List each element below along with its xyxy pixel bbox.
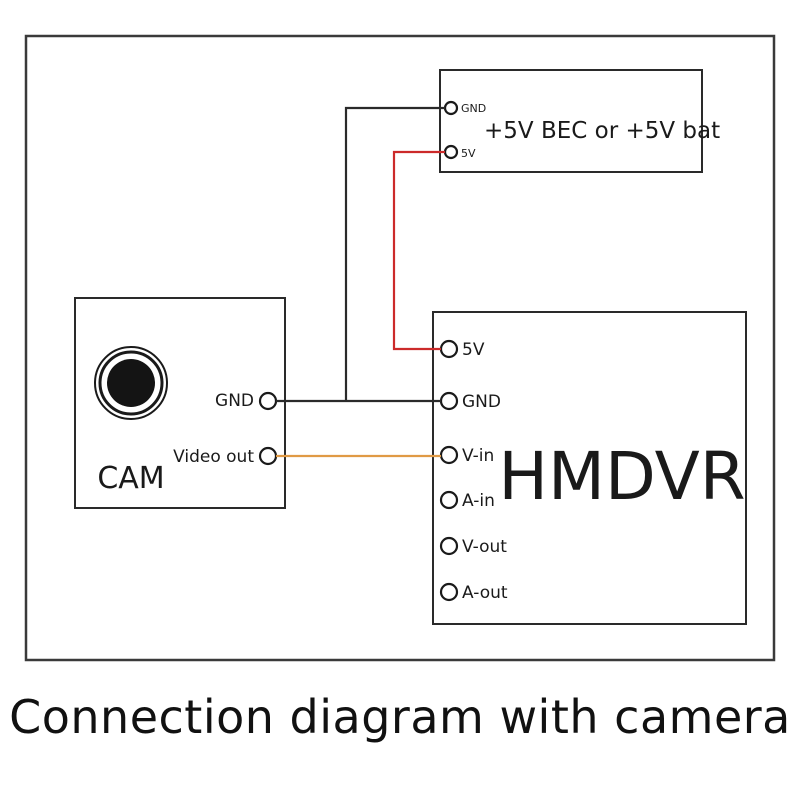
hmdvr-port-label: A-out [462, 583, 508, 603]
hmdvr-5v-port [439, 339, 459, 359]
diagram-caption: Connection diagram with camera [9, 690, 791, 744]
camera-gnd-label: GND [215, 391, 254, 411]
power-supply-title: +5V BEC or +5V bat [484, 118, 720, 144]
hmdvr-aout-port [439, 582, 459, 602]
power-supply-outline [439, 69, 703, 173]
hmdvr-port-label: GND [462, 392, 501, 412]
camera-box: CAM GND Video out [74, 297, 286, 509]
power-gnd-port [443, 100, 459, 116]
ground-branch-wire [344, 106, 445, 401]
hmdvr-port-label: A-in [462, 491, 495, 511]
power-5v-label: 5V [461, 147, 476, 160]
hmdvr-gnd-port [439, 391, 459, 411]
power-gnd-label: GND [461, 102, 486, 115]
hmdvr-port-label: V-in [462, 446, 494, 466]
camera-lens-icon [94, 346, 168, 420]
hmdvr-ain-port [439, 490, 459, 510]
hmdvr-vout-port [439, 536, 459, 556]
power-5v-port [443, 144, 459, 160]
power-supply-box: GND +5V BEC or +5V bat 5V [439, 69, 720, 173]
hmdvr-vin-port [439, 445, 459, 465]
hmdvr-port-label: 5V [462, 340, 485, 360]
power-5v-wire [392, 150, 445, 351]
camera-video-label: Video out [173, 447, 254, 467]
camera-name: CAM [97, 461, 164, 496]
hmdvr-title: HMDVR [498, 438, 745, 515]
hmdvr-port-label: V-out [462, 537, 507, 557]
camera-gnd-port [258, 391, 278, 411]
hmdvr-box: HMDVR 5V GND V-in A-in V-out A-out [432, 311, 747, 625]
hmdvr-outline [432, 311, 747, 625]
camera-video-port [258, 446, 278, 466]
